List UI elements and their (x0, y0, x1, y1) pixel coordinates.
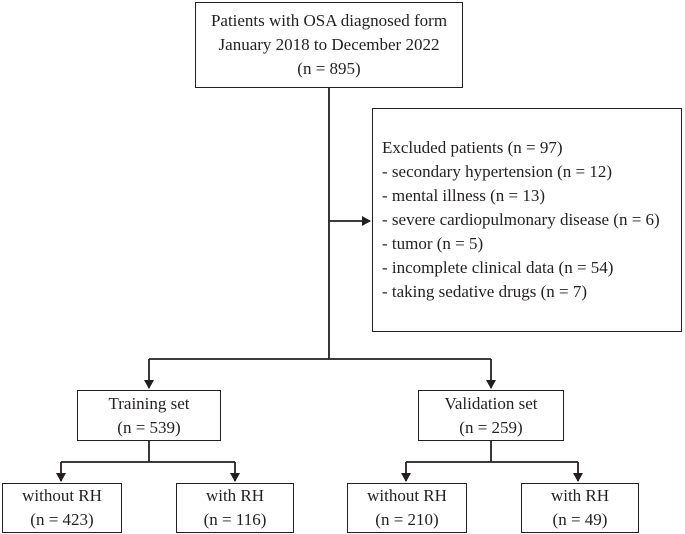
validation-without-rh-label: without RH (367, 486, 447, 505)
excluded-title: Excluded patients (n = 97) (382, 138, 563, 157)
validation-without-rh-count: (n = 210) (375, 510, 439, 529)
validation-with-rh-box: with RH (n = 49) (521, 483, 639, 533)
enrolled-patients-box: Patients with OSA diagnosed form January… (195, 2, 463, 88)
excluded-reason: - mental illness (n = 13) (382, 186, 546, 205)
validation-set-box: Validation set (n = 259) (418, 390, 564, 441)
validation-set-label: Validation set (444, 393, 538, 413)
enrolled-line-2: January 2018 to December 2022 (218, 35, 440, 54)
enrolled-count: (n = 895) (297, 59, 361, 78)
excluded-reason: - tumor (n = 5) (382, 234, 484, 253)
training-set-count: (n = 539) (117, 417, 181, 437)
validation-set-count: (n = 259) (459, 417, 523, 437)
excluded-reason: - secondary hypertension (n = 12) (382, 162, 613, 181)
validation-without-rh-box: without RH (n = 210) (347, 483, 467, 533)
training-without-rh-box: without RH (n = 423) (2, 483, 122, 533)
excluded-patients-box: Excluded patients (n = 97) - secondary h… (372, 108, 682, 332)
excluded-reason: - incomplete clinical data (n = 54) (382, 258, 614, 277)
validation-with-rh-label: with RH (550, 486, 610, 505)
excluded-reason: - taking sedative drugs (n = 7) (382, 282, 588, 301)
training-set-box: Training set (n = 539) (77, 390, 221, 441)
validation-with-rh-count: (n = 49) (552, 510, 608, 529)
excluded-reason: - severe cardiopulmonary disease (n = 6) (382, 210, 660, 229)
training-with-rh-count: (n = 116) (203, 510, 267, 529)
training-without-rh-count: (n = 423) (30, 510, 94, 529)
training-with-rh-label: with RH (205, 486, 265, 505)
training-with-rh-box: with RH (n = 116) (176, 483, 294, 533)
training-without-rh-label: without RH (22, 486, 102, 505)
training-set-label: Training set (108, 393, 190, 413)
enrolled-line-1: Patients with OSA diagnosed form (210, 11, 448, 30)
